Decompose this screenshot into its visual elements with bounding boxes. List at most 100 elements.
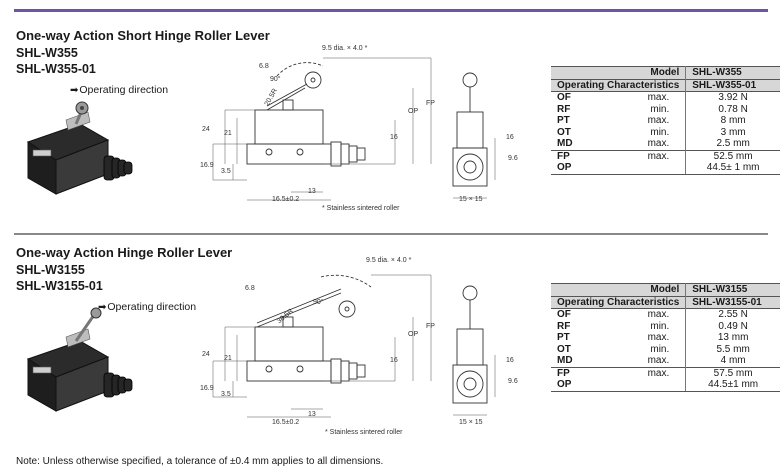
row-value: 44.5±1 mm — [685, 379, 780, 392]
section-short-hinge-roller: One-way Action Short Hinge Roller Lever … — [0, 0, 780, 228]
arrow-right-icon: ➡ — [70, 85, 79, 96]
header-model-a: SHL-W355 — [685, 66, 780, 79]
row-qualifier: min. — [609, 320, 687, 332]
row-qualifier — [609, 162, 687, 175]
row-code: RF — [557, 103, 571, 115]
row-code: OF — [551, 308, 610, 321]
dim-24: 24 — [202, 351, 210, 358]
dim-16: 16 — [390, 357, 398, 364]
row-code: FP — [551, 149, 610, 162]
row-code: FP — [551, 366, 610, 379]
operating-direction-label: ➡Operating direction — [98, 301, 196, 313]
table-row: OF max. 3.92 N — [551, 91, 780, 104]
table-row: OT min. 3 mm — [551, 126, 780, 138]
dim-90-deg: 90° — [270, 76, 281, 83]
dim-3-5: 3.5 — [221, 391, 231, 398]
row-qualifier: min. — [609, 126, 687, 138]
dim-fp: FP — [426, 323, 435, 330]
operating-direction-text: Operating direction — [79, 84, 169, 96]
header-char-label: Operating Characteristics — [551, 78, 687, 92]
row-value: 5.5 mm — [716, 343, 750, 355]
row-value: 4 mm — [720, 355, 746, 366]
table-header-row: Model SHL-W3155 — [551, 283, 780, 296]
dim-13: 13 — [308, 411, 316, 418]
table-row: FP max. 57.5 mm — [551, 366, 780, 379]
row-value: 2.55 N — [685, 308, 780, 321]
dim-6-8: 6.8 — [245, 285, 255, 292]
spec-table: Model SHL-W355 Operating Characteristics… — [551, 66, 780, 175]
roller-dia-label: 9.5 dia. × 4.0 * — [366, 257, 412, 264]
switch-photo — [26, 307, 133, 412]
row-qualifier: min. — [609, 103, 687, 115]
table-row: OF max. 2.55 N — [551, 308, 780, 321]
row-value: 3 mm — [720, 126, 746, 138]
row-value: 57.5 mm — [685, 366, 780, 379]
row-code: OT — [557, 343, 571, 355]
switch-photo — [26, 101, 133, 195]
dim-16-5: 16.5±0.2 — [272, 196, 300, 203]
row-value: 52.5 mm — [685, 149, 780, 162]
roller-footnote: * Stainless sintered roller — [325, 429, 403, 436]
model-name-variant: SHL-W355-01 — [16, 62, 96, 76]
tolerance-note: Note: Unless otherwise specified, a tole… — [16, 456, 384, 467]
dim-21: 21 — [224, 355, 232, 362]
dim-15x15: 15 × 15 — [459, 419, 483, 426]
table-header-row: Model SHL-W355 — [551, 66, 780, 79]
dim-6-8: 6.8 — [259, 63, 269, 70]
dim-op: OP — [408, 108, 419, 115]
dim-fp: FP — [426, 100, 435, 107]
row-qualifier: max. — [609, 149, 687, 162]
row-qualifier: max. — [609, 91, 687, 104]
table-row: RF min. 0.78 N — [551, 103, 780, 115]
table-row: FP max. 52.5 mm — [551, 149, 780, 162]
dim-16-side: 16 — [506, 357, 514, 364]
row-code: MD — [557, 138, 573, 149]
row-qualifier: min. — [609, 343, 687, 355]
row-qualifier — [609, 379, 687, 392]
model-name: SHL-W3155 — [16, 263, 85, 277]
row-qualifier: max. — [609, 366, 687, 379]
header-model-b: SHL-W355-01 — [685, 78, 780, 92]
header-model-label: Model — [551, 66, 687, 79]
row-code: RF — [557, 320, 571, 332]
dim-op: OP — [408, 331, 419, 338]
table-row: PT max. 8 mm — [551, 115, 780, 127]
section-title: One-way Action Short Hinge Roller Lever — [16, 28, 270, 43]
dim-9-6: 9.6 — [508, 378, 518, 385]
dim-3-5: 3.5 — [221, 168, 231, 175]
table-header-row: Operating Characteristics SHL-W355-01 — [551, 78, 780, 92]
dim-16-side: 16 — [506, 134, 514, 141]
row-code: PT — [557, 332, 570, 343]
table-row: MD max. 2.5 mm — [551, 138, 780, 150]
row-qualifier: max. — [609, 308, 687, 321]
dimension-drawing — [212, 57, 496, 201]
arrow-right-icon: ➡ — [98, 302, 107, 313]
row-value: 3.92 N — [685, 91, 780, 104]
row-value: 8 mm — [720, 115, 746, 126]
table-row: MD max. 4 mm — [551, 355, 780, 367]
header-model-a: SHL-W3155 — [685, 283, 780, 296]
header-char-label: Operating Characteristics — [551, 295, 687, 309]
header-model-label: Model — [551, 283, 687, 296]
table-row: PT max. 13 mm — [551, 332, 780, 344]
dim-15x15: 15 × 15 — [459, 196, 483, 203]
section-hinge-roller: One-way Action Hinge Roller Lever SHL-W3… — [0, 233, 780, 453]
dim-9-6: 9.6 — [508, 155, 518, 162]
row-code: MD — [557, 355, 573, 366]
dim-16-9: 16.9 — [200, 162, 214, 169]
model-name: SHL-W355 — [16, 46, 78, 60]
dim-16-9: 16.9 — [200, 385, 214, 392]
row-code: OT — [557, 126, 571, 138]
table-header-row: Operating Characteristics SHL-W3155-01 — [551, 295, 780, 309]
row-code: OP — [551, 162, 610, 175]
row-value: 44.5± 1 mm — [685, 162, 780, 175]
operating-direction-text: Operating direction — [107, 301, 197, 313]
row-value: 0.49 N — [718, 320, 748, 332]
row-qualifier: max. — [609, 332, 687, 344]
row-qualifier: max. — [609, 138, 687, 150]
dim-24: 24 — [202, 126, 210, 133]
table-row: RF min. 0.49 N — [551, 320, 780, 332]
dim-16: 16 — [390, 134, 398, 141]
row-code: OF — [551, 91, 610, 104]
model-name-variant: SHL-W3155-01 — [16, 279, 103, 293]
